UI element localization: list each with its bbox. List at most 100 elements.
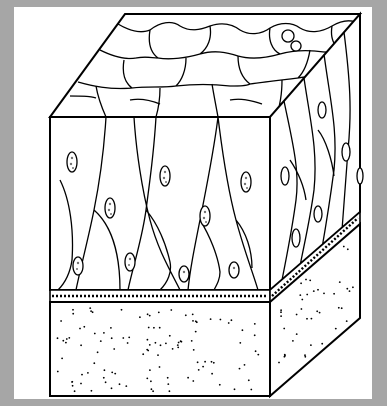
nucleus	[292, 229, 300, 247]
stipple-dot	[121, 309, 123, 311]
stipple-dot	[234, 388, 236, 390]
stipple-dot	[158, 312, 160, 314]
stipple-dot	[305, 279, 307, 281]
stipple-dot	[280, 315, 282, 317]
stipple-dot	[228, 322, 230, 324]
stipple-dot	[192, 380, 194, 382]
stipple-dot	[242, 329, 244, 331]
stipple-dot	[72, 309, 74, 311]
stipple-dot	[177, 347, 179, 349]
stipple-dot	[104, 369, 106, 371]
stipple-dot	[89, 307, 91, 309]
stipple-dot	[211, 361, 213, 363]
stipple-dot	[306, 318, 308, 320]
stipple-dot	[304, 356, 306, 358]
stipple-dot	[160, 344, 162, 346]
stipple-dot	[244, 364, 246, 366]
stipple-dot	[213, 362, 215, 364]
front-face	[50, 117, 270, 290]
nucleus	[342, 143, 350, 161]
nucleus	[229, 262, 239, 278]
stipple-dot	[157, 354, 159, 356]
stipple-dot	[257, 354, 259, 356]
stipple-dot	[185, 314, 187, 316]
stipple-dot	[92, 311, 94, 313]
stipple-dot	[60, 320, 62, 322]
stipple-dot	[319, 312, 321, 314]
stipple-dot	[195, 331, 197, 333]
stipple-dot	[280, 309, 282, 311]
stipple-dot	[341, 307, 343, 309]
stipple-dot	[83, 326, 85, 328]
stipple-dot	[211, 373, 213, 375]
stipple-dot	[193, 349, 195, 351]
nucleus	[281, 167, 289, 185]
stipple-dot	[119, 383, 121, 385]
stipple-dot	[90, 310, 92, 312]
stipple-dot	[169, 335, 171, 337]
stipple-dot	[306, 294, 308, 296]
stipple-dot	[125, 385, 127, 387]
stipple-dot	[239, 342, 241, 344]
stipple-dot	[122, 337, 124, 339]
stipple-dot	[339, 281, 341, 283]
stipple-dot	[296, 314, 298, 316]
stipple-dot	[197, 361, 199, 363]
stipple-dot	[155, 342, 157, 344]
stipple-dot	[65, 342, 67, 344]
stipple-dot	[103, 332, 105, 334]
stipple-dot	[313, 290, 315, 292]
stipple-dot	[94, 333, 96, 335]
stipple-dot	[335, 328, 337, 330]
stipple-dot	[323, 293, 325, 295]
stipple-dot	[338, 307, 340, 309]
stipple-dot	[147, 339, 149, 341]
nucleus	[200, 206, 210, 226]
stipple-dot	[170, 309, 172, 311]
stipple-dot	[333, 293, 335, 295]
stipple-dot	[220, 319, 222, 321]
stipple-dot	[250, 389, 252, 391]
stipple-dot	[196, 321, 198, 323]
stipple-dot	[167, 383, 169, 385]
stipple-dot	[91, 390, 93, 392]
stipple-dot	[187, 377, 189, 379]
stipple-dot	[219, 384, 221, 386]
stipple-dot	[68, 337, 70, 339]
stipple-dot	[167, 377, 169, 379]
stipple-dot	[192, 320, 194, 322]
stipple-dot	[292, 340, 294, 342]
stipple-dot	[80, 344, 82, 346]
stipple-dot	[231, 319, 233, 321]
stipple-dot	[296, 333, 298, 335]
stipple-dot	[111, 372, 113, 374]
stipple-dot	[148, 327, 150, 329]
stipple-dot	[191, 340, 193, 342]
stipple-dot	[113, 348, 115, 350]
stipple-dot	[79, 328, 81, 330]
stipple-dot	[142, 353, 144, 355]
stipple-dot	[146, 349, 148, 351]
stipple-dot	[150, 380, 152, 382]
stipple-dot	[110, 327, 112, 329]
nucleus	[179, 266, 189, 282]
stipple-dot	[128, 337, 130, 339]
stipple-dot	[111, 387, 113, 389]
stipple-dot	[304, 354, 306, 356]
stipple-dot	[81, 374, 83, 376]
stipple-dot	[284, 354, 286, 356]
stipple-dot	[352, 286, 354, 288]
nucleus	[105, 198, 115, 218]
stipple-dot	[159, 327, 161, 329]
stipple-dot	[202, 366, 204, 368]
stipple-dot	[278, 362, 280, 364]
stipple-dot	[204, 361, 206, 363]
stipple-dot	[347, 248, 349, 250]
stipple-dot	[254, 334, 256, 336]
stipple-dot	[310, 344, 312, 346]
stipple-dot	[177, 344, 179, 346]
stipple-dot	[103, 377, 105, 379]
stipple-dot	[192, 314, 194, 316]
